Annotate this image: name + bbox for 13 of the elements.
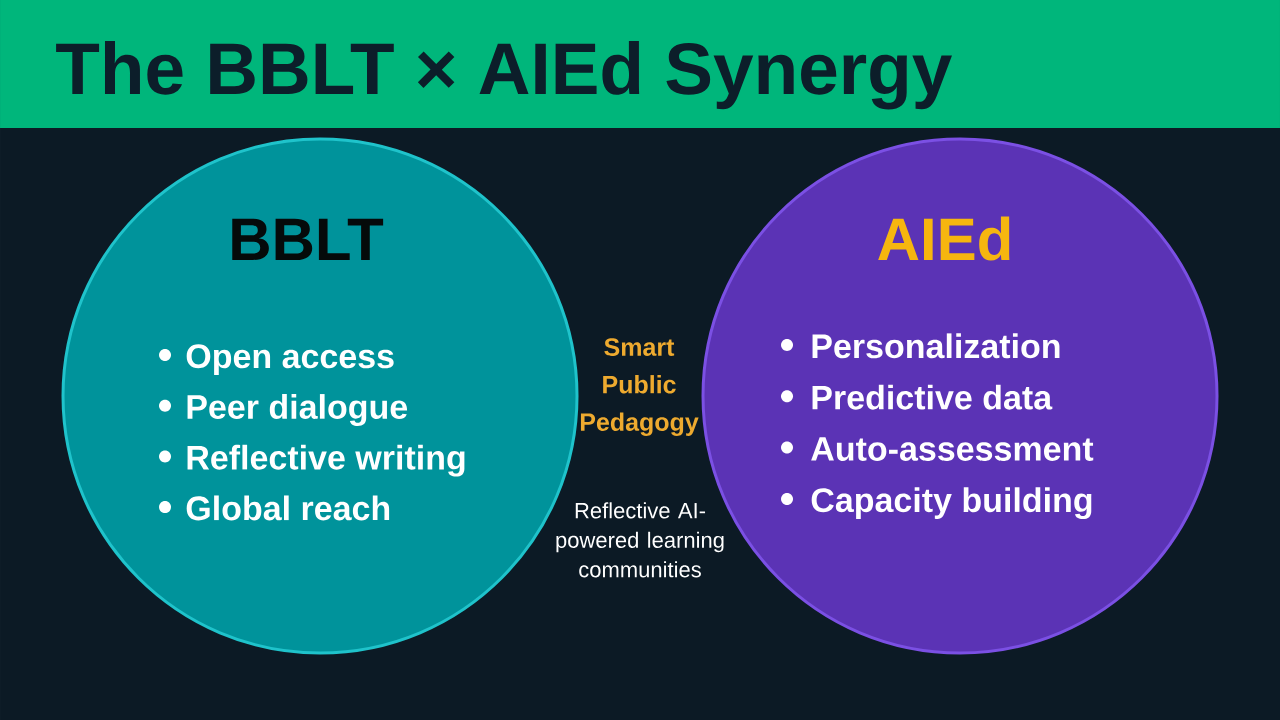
list-item: Reflective writing (187, 444, 465, 477)
note-text: Reflective AI-powered learning communities (556, 502, 724, 578)
list-item: Auto-assessment (811, 437, 1094, 461)
title-banner: The BBLT × AIEd Synergy (0, 0, 1280, 128)
center-label: Smart Public Pedagogy (580, 338, 699, 436)
list-item: Peer dialogue (187, 394, 408, 426)
circle-heading: AIEd (878, 216, 1010, 261)
list-item: Global reach (186, 495, 390, 521)
list-item: Predictive data (812, 384, 1053, 410)
list-item: Capacity building (811, 487, 1092, 520)
circle-heading: BBLT (232, 218, 384, 260)
list-item: Open access (186, 344, 394, 376)
list-item: Personalization (812, 333, 1060, 359)
